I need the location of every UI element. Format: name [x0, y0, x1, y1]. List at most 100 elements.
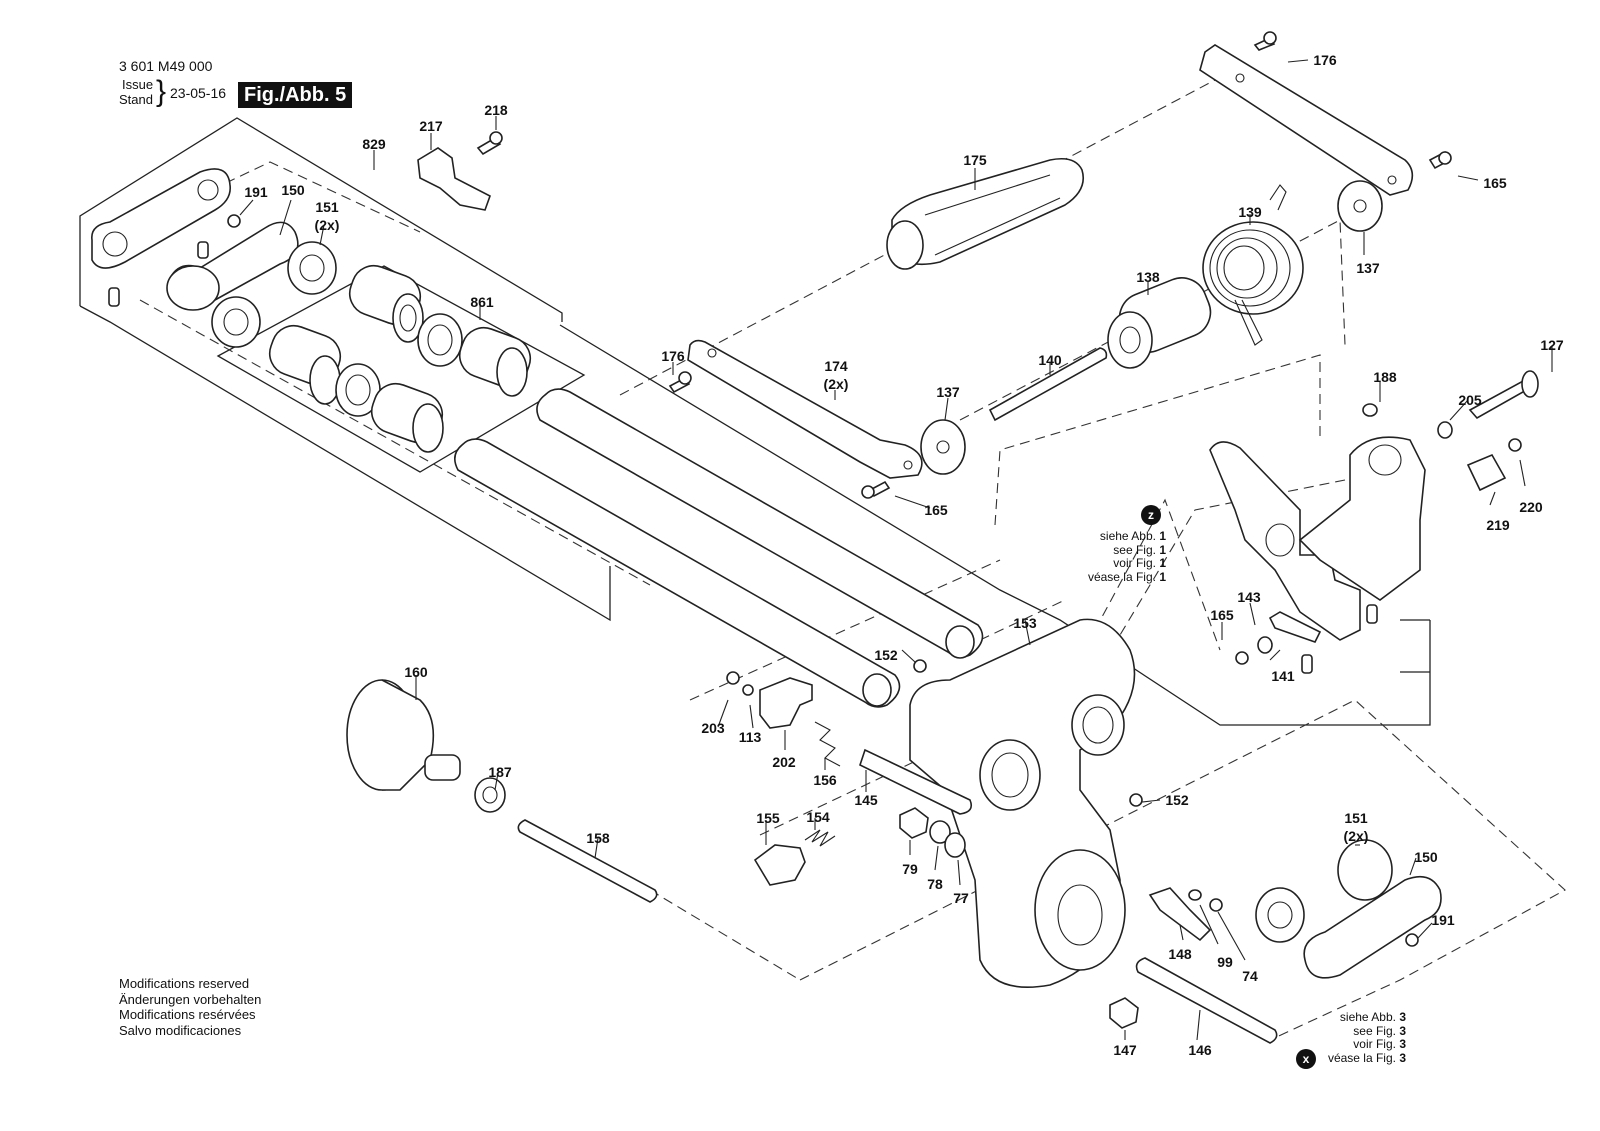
part-219-clip [1466, 453, 1507, 492]
label-145: 145 [854, 792, 878, 808]
part-155-knob [753, 844, 806, 886]
note-line: véase la Fig. 3 [1327, 1050, 1406, 1065]
part-156-spring [814, 721, 841, 767]
note-line: voir Fig. 3 [1353, 1037, 1406, 1051]
label-174: 174 [824, 358, 848, 374]
issue-label: Issue [122, 77, 154, 92]
note-line: see Fig. 3 [1353, 1023, 1406, 1038]
label-217: 217 [419, 118, 443, 134]
label-152-left: 152 [874, 647, 898, 663]
reference-marker-z-icon: z [1141, 505, 1161, 525]
label-151-left: 151 [315, 199, 339, 215]
part-right-bracket [1209, 436, 1426, 674]
label-79: 79 [902, 861, 918, 877]
part-174-lever [687, 339, 923, 479]
part-137-washer-top [1337, 180, 1383, 232]
note-line: voir Fig. 1 [1113, 556, 1166, 570]
label-203: 203 [701, 720, 725, 736]
label-127: 127 [1540, 337, 1564, 353]
brace-icon: } [156, 75, 167, 108]
part-187-bushing [474, 777, 506, 813]
label-158: 158 [586, 830, 610, 846]
label-165-mid: 165 [924, 502, 948, 518]
label-191-left: 191 [244, 184, 268, 200]
part-154-spring [804, 829, 836, 847]
label-191-right: 191 [1431, 912, 1455, 928]
note-line: siehe Abb. 1 [1099, 529, 1166, 543]
bracket-861 [216, 265, 586, 473]
label-176-mid: 176 [661, 348, 685, 364]
part-202-cam [759, 677, 813, 729]
part-145-shaft [859, 748, 973, 815]
part-141 [1268, 611, 1322, 643]
label-137-top: 137 [1356, 260, 1380, 276]
label-187: 187 [488, 764, 512, 780]
part-tube-upper [536, 388, 984, 658]
label-139: 139 [1238, 204, 1262, 220]
note-line: siehe Abb. 3 [1339, 1010, 1406, 1024]
label-156: 156 [813, 772, 837, 788]
label-151-right-qty: (2x) [1343, 828, 1369, 844]
notice-line: Änderungen vorbehalten [119, 991, 262, 1007]
part-139-spring [1202, 184, 1304, 346]
label-74: 74 [1242, 968, 1258, 984]
figure-title: Fig./Abb. 5 [238, 82, 353, 108]
part-175-handle [891, 157, 1084, 266]
label-175: 175 [963, 152, 987, 168]
label-219: 219 [1486, 517, 1510, 533]
label-218: 218 [484, 102, 508, 118]
label-141: 141 [1271, 668, 1295, 684]
label-176-top: 176 [1313, 52, 1337, 68]
label-202: 202 [772, 754, 796, 770]
label-220: 220 [1519, 499, 1543, 515]
label-151-left-qty: (2x) [314, 217, 340, 233]
label-165-right: 165 [1210, 607, 1234, 623]
bracket-main [559, 324, 1431, 726]
label-165-top: 165 [1483, 175, 1507, 191]
label-137-mid: 137 [936, 384, 960, 400]
label-148: 148 [1168, 946, 1192, 962]
part-146-rod [1135, 957, 1278, 1044]
part-148-plate [1148, 887, 1212, 942]
bracket-829 [79, 117, 563, 322]
label-150-left: 150 [281, 182, 305, 198]
notice-line: Modifications reserved [119, 976, 250, 991]
part-140-shaft [988, 347, 1108, 422]
reference-marker-x-icon: x [1296, 1049, 1316, 1069]
label-152-right: 152 [1165, 792, 1189, 808]
label-155: 155 [756, 810, 780, 826]
part-153-body [909, 618, 1136, 988]
notice-line: Modifications resérvées [119, 1007, 256, 1022]
label-143: 143 [1237, 589, 1261, 605]
label-150-right: 150 [1414, 849, 1438, 865]
label-154: 154 [806, 809, 830, 825]
label-861: 861 [470, 294, 494, 310]
part-217-clamp [417, 147, 491, 211]
issue-date: 23-05-16 [170, 85, 227, 101]
label-99: 99 [1217, 954, 1233, 970]
bracket-829-bottom [79, 305, 611, 622]
part-150-plate-right [1303, 875, 1442, 979]
stand-label: Stand [119, 92, 153, 107]
label-151-right: 151 [1344, 810, 1368, 826]
note-see-fig-1: siehe Abb. 1 see Fig. 1 voir Fig. 1 véas… [1040, 529, 1166, 584]
part-137-washer [920, 419, 966, 475]
label-138: 138 [1136, 269, 1160, 285]
label-205: 205 [1458, 392, 1482, 408]
part-861-rollers [268, 264, 532, 453]
part-176-bar-top [1199, 44, 1414, 196]
label-829: 829 [362, 136, 386, 152]
label-188: 188 [1373, 369, 1397, 385]
note-see-fig-3: siehe Abb. 3 see Fig. 3 voir Fig. 3 véas… [1296, 1010, 1406, 1065]
label-146: 146 [1188, 1042, 1212, 1058]
part-number: 3 601 M49 000 [119, 58, 213, 74]
part-79-nut [899, 807, 929, 839]
modifications-notice: Modifications reserved Änderungen vorbeh… [119, 976, 261, 1038]
part-147-nut [1109, 997, 1139, 1029]
label-174-qty: (2x) [823, 376, 849, 392]
label-77: 77 [953, 890, 969, 906]
label-140: 140 [1038, 352, 1062, 368]
part-160-knob [346, 679, 461, 791]
part-829-arm [91, 168, 232, 307]
